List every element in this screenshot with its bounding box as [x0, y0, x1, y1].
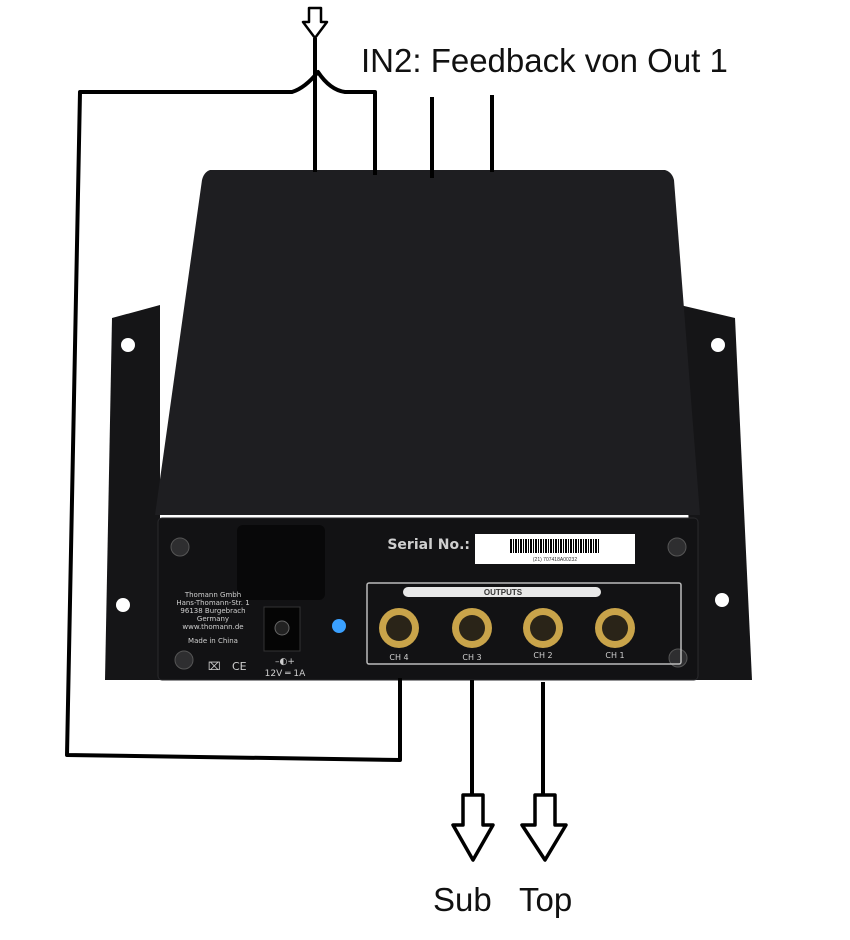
- ce-mark: CE: [232, 660, 247, 673]
- feedback-loop-line: [65, 70, 402, 762]
- sub-arrow-icon: [451, 793, 495, 862]
- svg-text:Hans-Thomann-Str. 1: Hans-Thomann-Str. 1: [176, 599, 249, 607]
- svg-text:CH 3: CH 3: [462, 653, 481, 662]
- top-arrow-icon: [520, 793, 568, 862]
- power-plug-block: [237, 525, 325, 600]
- svg-text:CH 4: CH 4: [389, 653, 408, 662]
- weee-icon: ⌧: [208, 660, 221, 673]
- outputs-section: [366, 582, 682, 665]
- address-block: Thomann Gmbh Hans-Thomann-Str. 1 96138 B…: [176, 591, 249, 645]
- in2-feedback-label: IN2: Feedback von Out 1: [361, 42, 728, 79]
- power-rating: 12V ═ 1A: [265, 669, 306, 679]
- jack-ch2: CH 2: [523, 608, 563, 660]
- sub-label: Sub: [433, 881, 492, 918]
- device-top-face: [155, 170, 700, 515]
- top-label: Top: [519, 881, 572, 918]
- annotation-lines: [65, 6, 568, 862]
- status-led: [332, 619, 346, 633]
- serial-number: (21) 707418A00232: [533, 557, 577, 563]
- jack-ch3: CH 3: [452, 608, 492, 662]
- barcode: [510, 539, 600, 553]
- screw-icons: [170, 537, 688, 670]
- svg-text:Made in China: Made in China: [188, 637, 238, 645]
- svg-text:www.thomann.de: www.thomann.de: [182, 623, 243, 631]
- svg-text:CH 1: CH 1: [605, 651, 624, 660]
- svg-text:96138 Burgebrach: 96138 Burgebrach: [180, 607, 245, 615]
- output-jacks: CH 4 CH 3 CH 2 CH 1: [379, 608, 635, 662]
- left-mounting-flange: [105, 305, 160, 680]
- svg-text:CH 2: CH 2: [533, 651, 552, 660]
- svg-text:Germany: Germany: [197, 615, 229, 623]
- serial-label: Serial No.:: [387, 537, 470, 553]
- jack-ch4: CH 4: [379, 608, 419, 662]
- svg-text:Thomann Gmbh: Thomann Gmbh: [184, 591, 241, 599]
- outputs-label: OUTPUTS: [484, 588, 523, 597]
- jack-ch1: CH 1: [595, 608, 635, 660]
- input-arrow-icon: [301, 6, 329, 40]
- polarity-label: –◐+: [275, 657, 295, 667]
